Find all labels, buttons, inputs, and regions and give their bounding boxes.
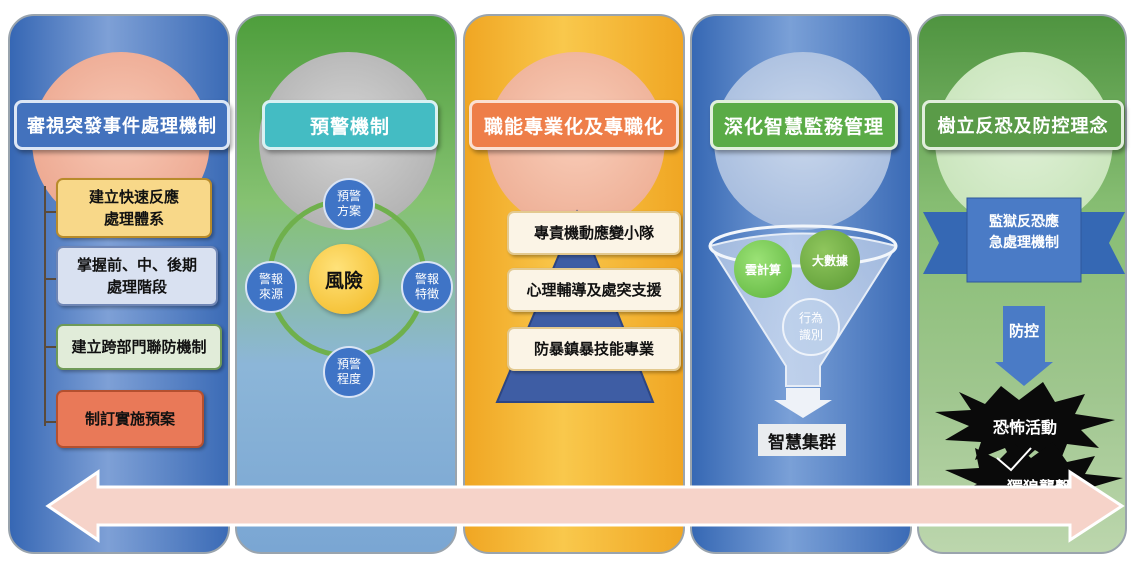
header-professionalization: 職能專業化及專職化 — [469, 100, 679, 150]
node-alarm-feature: 警報 特徵 — [401, 261, 453, 313]
header-incident-handling: 審視突發事件處理機制 — [14, 100, 230, 150]
connector-tick-4 — [44, 421, 56, 423]
item-rapid-response: 建立快速反應 處理體系 — [56, 178, 212, 238]
smart-cluster-label: 智慧集群 — [768, 432, 836, 453]
threat-terror-activity: 恐怖活動 — [993, 418, 1058, 437]
bubble-cloud: 雲計算 — [734, 240, 792, 298]
banner-and-threats — [923, 197, 1125, 526]
item-contingency-plan: 制訂實施預案 — [56, 390, 204, 448]
bubble-behavior-label: 行為 識別 — [798, 311, 823, 342]
column-early-warning: 風險 預警 方案 警報 來源 警報 特徵 預警 程度 — [235, 14, 457, 554]
funnel-shape — [708, 224, 898, 418]
smart-cluster-output: 智慧集群 — [758, 424, 846, 456]
item-riot-control: 防暴鎮暴技能專業 — [507, 327, 681, 371]
bubble-bigdata-label: 大數據 — [811, 253, 848, 268]
node-alarm-source: 警報 來源 — [245, 261, 297, 313]
bubble-cloud-label: 雲計算 — [744, 262, 781, 277]
connector-tick-2 — [44, 278, 56, 280]
header-smart-management: 深化智慧監務管理 — [710, 100, 898, 150]
connector-tick-1 — [44, 211, 56, 213]
header-counter-terrorism: 樹立反恐及防控理念 — [922, 100, 1124, 150]
risk-label: 風險 — [324, 269, 363, 292]
connector-line — [44, 186, 46, 426]
counter-terror-mechanism: 監獄反恐應 急處理機制 — [989, 214, 1059, 251]
node-warning-level: 預警 程度 — [323, 346, 375, 398]
bubble-behavior: 行為 識別 — [782, 298, 840, 356]
item-mobile-unit: 專責機動應變小隊 — [507, 211, 681, 255]
item-phases: 掌握前、中、後期 處理階段 — [56, 246, 218, 306]
column-smart-management: 雲計算 大數據 行為 識別 智慧集群 — [690, 14, 912, 554]
column-counter-terrorism: 監獄反恐應 急處理機制 防控 恐怖活動 獨狼襲擊 — [917, 14, 1127, 554]
header-early-warning: 預警機制 — [262, 100, 438, 150]
threat-lone-wolf: 獨狼襲擊 — [1007, 478, 1072, 497]
item-joint-defense: 建立跨部門聯防機制 — [56, 324, 222, 370]
column-incident-handling: 建立快速反應 處理體系 掌握前、中、後期 處理階段 建立跨部門聯防機制 制訂實施… — [8, 14, 230, 554]
node-warning-plan: 預警 方案 — [323, 178, 375, 230]
bubble-bigdata: 大數據 — [800, 230, 860, 290]
risk-center: 風險 — [309, 244, 379, 314]
connector-tick-3 — [44, 346, 56, 348]
column-professionalization: 專責機動應變小隊 心理輔導及處突支援 防暴鎮暴技能專業 — [463, 14, 685, 554]
prevention-control-label: 防控 — [1008, 322, 1039, 340]
item-counseling: 心理輔導及處突支援 — [507, 268, 681, 312]
